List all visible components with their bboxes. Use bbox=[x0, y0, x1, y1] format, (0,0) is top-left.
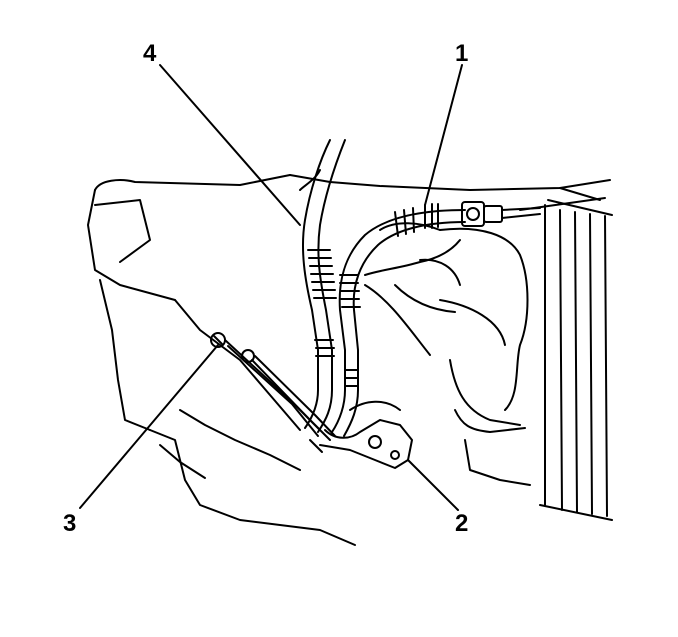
engine-block bbox=[379, 222, 531, 486]
callout-label-2: 2 bbox=[455, 510, 469, 537]
cooler-line-4 bbox=[299, 139, 346, 433]
leader-line-4 bbox=[159, 64, 301, 226]
leader-line-1 bbox=[424, 64, 463, 206]
leader-lines bbox=[79, 64, 463, 511]
bolts bbox=[210, 332, 336, 441]
wiring-harness bbox=[364, 239, 461, 356]
frame-edge bbox=[289, 174, 611, 211]
leader-line-3 bbox=[79, 344, 219, 509]
leader-line-2 bbox=[407, 459, 459, 511]
callout-label-4: 4 bbox=[143, 40, 157, 67]
left-body-panel bbox=[87, 174, 356, 546]
callout-label-3: 3 bbox=[63, 510, 77, 537]
cooler-bracket bbox=[309, 400, 413, 469]
cooler-line-1 bbox=[331, 201, 541, 437]
radiator bbox=[539, 199, 613, 521]
callout-label-1: 1 bbox=[455, 40, 469, 67]
